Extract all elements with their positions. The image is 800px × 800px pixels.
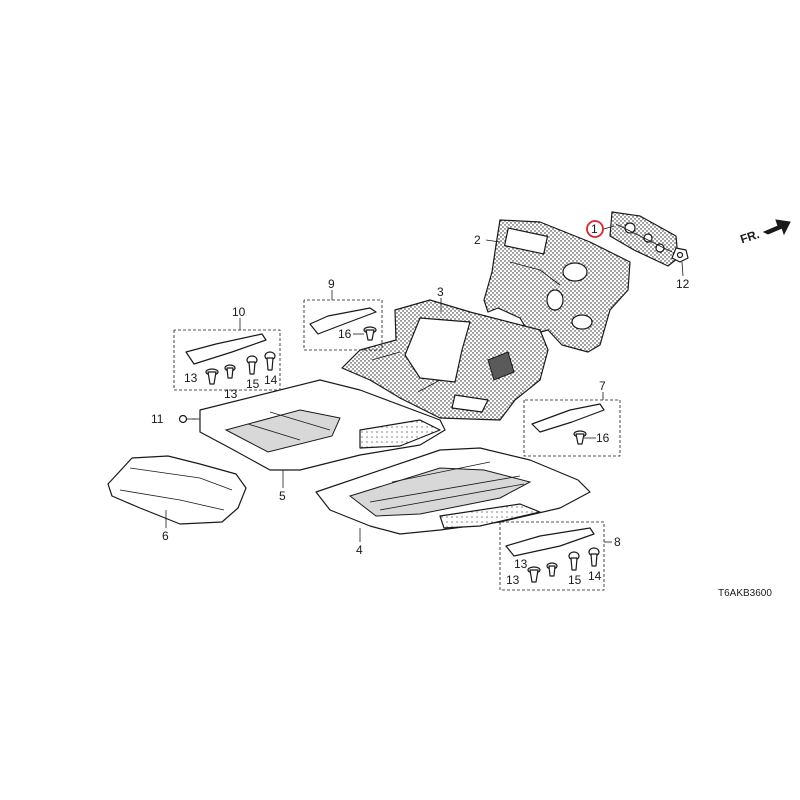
- highlight-circle: [586, 220, 604, 238]
- part-2-dash-insulator[interactable]: [483, 219, 631, 353]
- callout-10[interactable]: 10: [232, 305, 246, 319]
- callout-16b[interactable]: 16: [596, 431, 610, 445]
- part-6-rear-carpet[interactable]: [107, 455, 247, 525]
- part-9-trim[interactable]: [309, 307, 377, 335]
- part-10-group: [173, 329, 281, 391]
- callout-1[interactable]: 1: [591, 222, 598, 236]
- callout-15a[interactable]: 15: [246, 377, 260, 391]
- part-7-trim[interactable]: [531, 403, 605, 433]
- part-12-clip[interactable]: [671, 247, 689, 263]
- part-7-group: [523, 399, 621, 457]
- callout-13d[interactable]: 13: [506, 573, 520, 587]
- clip-14b[interactable]: [588, 547, 600, 567]
- callout-8[interactable]: 8: [614, 535, 621, 549]
- callout-5[interactable]: 5: [279, 489, 286, 503]
- front-arrow-icon: [762, 219, 791, 236]
- clip-15a[interactable]: [246, 355, 258, 375]
- callout-labels: 1 2 3 4 5 6 7 8 9 10 11 12 13 13 15 14 1…: [151, 222, 690, 587]
- clip-13d[interactable]: [546, 562, 558, 577]
- callout-7[interactable]: 7: [599, 379, 606, 393]
- clip-13b[interactable]: [224, 364, 236, 379]
- callout-11[interactable]: 11: [151, 412, 164, 426]
- part-16-clip-a[interactable]: [363, 326, 377, 341]
- callout-4[interactable]: 4: [356, 543, 363, 557]
- callout-3[interactable]: 3: [437, 285, 444, 299]
- callout-15b[interactable]: 15: [568, 573, 582, 587]
- front-direction-indicator: FR.: [738, 219, 791, 246]
- clip-15b[interactable]: [568, 551, 580, 571]
- clip-13c[interactable]: [527, 566, 541, 583]
- callout-2[interactable]: 2: [474, 233, 481, 247]
- part-5-middle-carpet[interactable]: [199, 379, 446, 471]
- diagram-code: T6AKB3600: [718, 588, 772, 599]
- callout-16a[interactable]: 16: [338, 327, 352, 341]
- callout-9[interactable]: 9: [328, 277, 335, 291]
- part-4-rear-carpet[interactable]: [315, 447, 591, 535]
- callout-14b[interactable]: 14: [588, 569, 602, 583]
- part-9-group: [303, 299, 383, 351]
- direction-label: FR.: [738, 227, 761, 246]
- part-1-insulator[interactable]: [609, 211, 679, 267]
- callout-13a[interactable]: 13: [184, 371, 198, 385]
- part-8-group: [499, 521, 605, 591]
- part-3-front-carpet[interactable]: [341, 299, 549, 421]
- part-10-trim[interactable]: [185, 333, 267, 365]
- callout-13b[interactable]: 13: [224, 387, 238, 401]
- callout-12[interactable]: 12: [676, 277, 690, 291]
- callout-14a[interactable]: 14: [264, 373, 278, 387]
- clip-13a[interactable]: [205, 368, 219, 385]
- callout-13c[interactable]: 13: [514, 557, 528, 571]
- callout-6[interactable]: 6: [162, 529, 169, 543]
- leader-lines: [165, 225, 684, 543]
- part-8-trim[interactable]: [505, 527, 595, 557]
- part-16-clip-b[interactable]: [573, 430, 587, 445]
- clip-14a[interactable]: [264, 351, 276, 371]
